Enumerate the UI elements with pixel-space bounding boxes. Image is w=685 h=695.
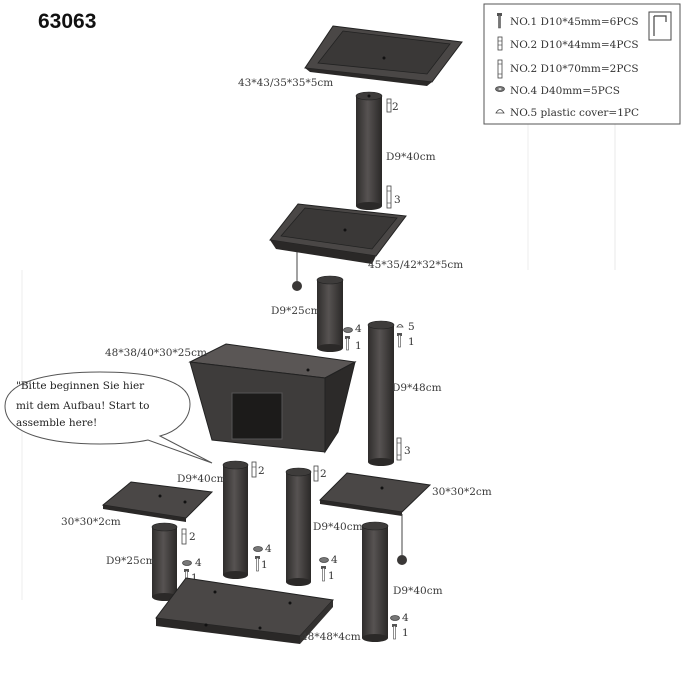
part-number: 5 [408, 321, 415, 333]
washer-icon [495, 86, 505, 92]
post-middle [285, 467, 312, 586]
washer-icon [182, 560, 192, 566]
top-tray [304, 25, 463, 86]
short-rod-icon [497, 36, 503, 51]
part-number: 2 [392, 101, 399, 113]
part-number: 2 [189, 531, 196, 543]
legend-item-4: NO.4 D40mm=5PCS [510, 85, 620, 97]
post-top [355, 91, 383, 210]
platform-right [318, 472, 432, 516]
post-right-tall-label: D9*48cm [392, 382, 442, 394]
part-number: 4 [355, 323, 362, 335]
post-right-tall [367, 320, 395, 466]
base-board-label: 48*48*4cm [301, 631, 361, 643]
screw-icon [255, 556, 260, 572]
post-bottom-right [361, 521, 389, 642]
screw-icon [392, 624, 397, 640]
screw-icon [345, 336, 350, 351]
hanging-ball-toy [292, 252, 302, 291]
top-tray-label: 43*43/35*35*5cm [238, 77, 333, 89]
post-middle-label: D9*40cm [313, 521, 363, 533]
short-rod-icon [181, 528, 187, 545]
washer-icon [390, 615, 400, 621]
long-rod-icon [396, 437, 402, 461]
post-bottom-right-label: D9*40cm [393, 585, 443, 597]
legend-item-5: NO.5 plastic cover=1PC [510, 107, 639, 119]
cat-house-label: 48*38/40*30*25cm [105, 347, 207, 359]
legend-item-3: NO.2 D10*70mm=2PCS [510, 63, 639, 75]
legend-item-2: NO.2 D10*44mm=4PCS [510, 39, 639, 51]
part-number: 1 [261, 559, 268, 571]
cat-house [188, 343, 357, 454]
part-number: 1 [191, 572, 198, 584]
legend-item-1: NO.1 D10*45mm=6PCS [510, 16, 639, 28]
middle-tray-label: 45*35/42*32*5cm [368, 259, 463, 271]
part-number: 2 [258, 465, 265, 477]
post-top-label: D9*40cm [386, 151, 436, 163]
callout-line-3: assemble here! [16, 417, 97, 429]
platform-left-label: 30*30*2cm [61, 516, 121, 528]
hanging-ball-toy [397, 514, 407, 565]
screw-icon [397, 333, 402, 348]
callout-line-2: mit dem Aufbau! Start to [16, 400, 149, 412]
part-number: 1 [328, 570, 335, 582]
part-number: 1 [402, 627, 409, 639]
part-number: 4 [402, 612, 409, 624]
callout-line-1: "Bitte beginnen Sie hier [16, 380, 145, 392]
post-short-lower-label: D9*25cm [106, 555, 156, 567]
part-number: 1 [355, 340, 362, 352]
post-short-lower [151, 522, 178, 601]
post-short-upper-label: D9*25cm [271, 305, 321, 317]
part-number: 1 [408, 336, 415, 348]
start-here-callout: "Bitte beginnen Sie hier mit dem Aufbau!… [4, 371, 213, 464]
base-board [155, 577, 335, 644]
part-number: 4 [265, 543, 272, 555]
short-rod-icon [386, 98, 392, 113]
short-rod-icon [313, 465, 319, 482]
long-rod-icon [386, 185, 392, 209]
middle-tray [269, 203, 407, 264]
washer-icon [343, 327, 353, 333]
part-number: 2 [320, 468, 327, 480]
allen-key-icon [648, 11, 672, 41]
short-rod-icon [251, 461, 257, 478]
washer-icon [319, 557, 329, 563]
screw-icon [321, 566, 326, 582]
screw-icon [497, 13, 502, 29]
post-house-below [222, 460, 249, 579]
post-house-below-label: D9*40cm [177, 473, 227, 485]
part-number: 4 [195, 557, 202, 569]
hardware-legend: NO.1 D10*45mm=6PCS NO.2 D10*44mm=4PCS NO… [483, 3, 681, 125]
washer-icon [253, 546, 263, 552]
platform-right-label: 30*30*2cm [432, 486, 492, 498]
platform-left [101, 481, 214, 522]
part-number: 3 [404, 445, 411, 457]
cover-icon [495, 109, 505, 114]
model-number: 63063 [38, 10, 96, 33]
part-number: 3 [394, 194, 401, 206]
cover-icon [396, 324, 404, 328]
long-rod-icon [497, 59, 503, 79]
part-number: 4 [331, 554, 338, 566]
post-short-upper [316, 275, 344, 352]
